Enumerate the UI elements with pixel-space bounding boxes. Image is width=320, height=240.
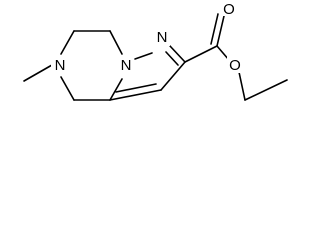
bond-n1-n2 (134, 52, 153, 60)
atom-label-n-methyl: N (55, 57, 66, 74)
bond-nmethyl-to-ch2 (60, 76, 75, 101)
chemical-structure: N N N O O (23, 0, 288, 101)
bond-c2-c3 (160, 61, 186, 91)
bond-ch2-to-nmethyl (60, 30, 75, 55)
bond-c3-c3a (109, 89, 162, 101)
atom-label-ester-o: O (229, 57, 241, 74)
atom-label-carbonyl-o: O (223, 1, 235, 18)
bond-c2-carbonyl-c (184, 45, 218, 63)
bond-c3-c3a-inner (115, 83, 157, 93)
bond-n-methyl (23, 64, 53, 82)
bond-n2-c2 (169, 45, 186, 63)
bond-n1-to-ch2 (109, 30, 123, 55)
bond-ethyl-ch2-ch3 (244, 79, 288, 101)
bond-carbonyl-c-o-second (210, 13, 219, 45)
bond-ester-o-ch2 (238, 71, 246, 101)
atom-label-n2: N (157, 29, 168, 46)
bond-carbonyl-c-o (216, 15, 225, 47)
bond-n2-c2-inner (165, 51, 179, 66)
bond-c3a-to-n1 (109, 78, 123, 101)
atom-labels: N N N O O (51, 0, 243, 74)
atom-label-n1: N (121, 57, 132, 74)
bond-lines (23, 13, 288, 101)
